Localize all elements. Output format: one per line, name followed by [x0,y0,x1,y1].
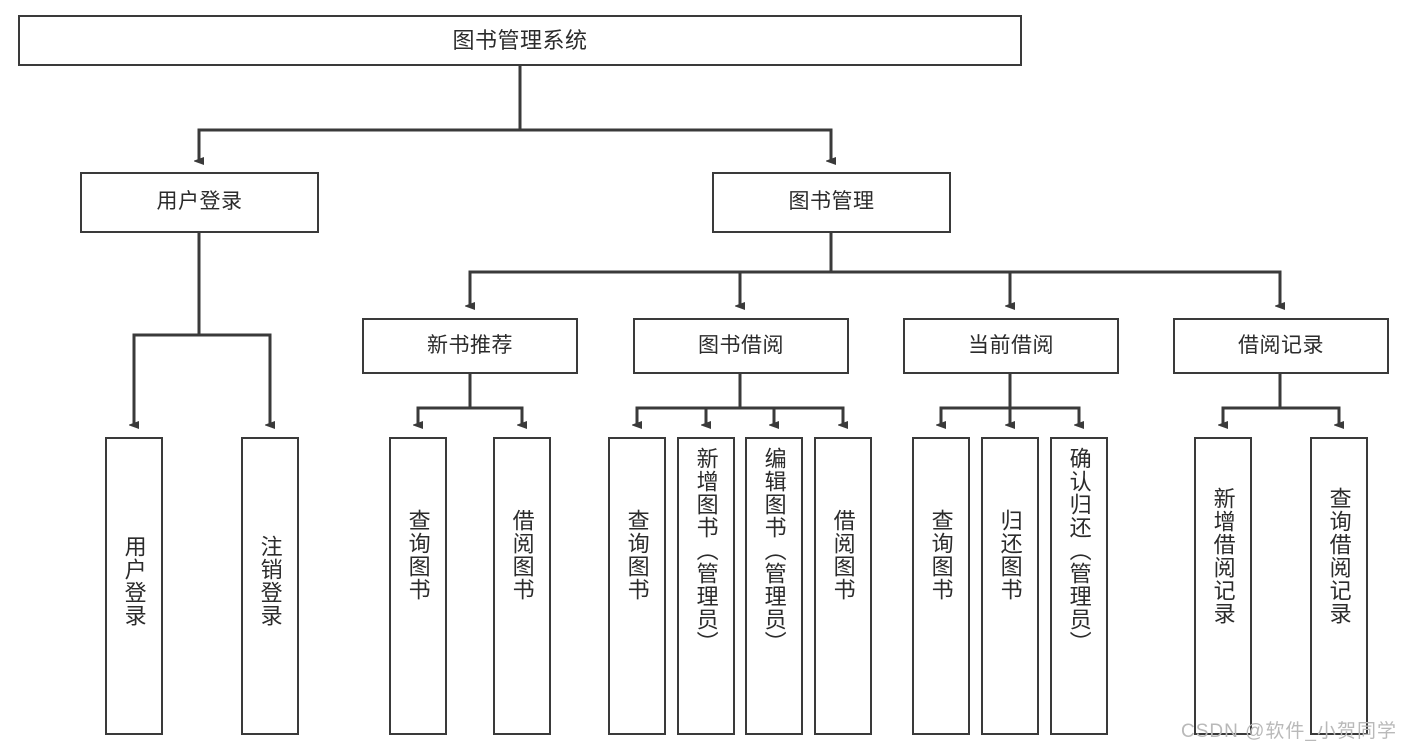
leaf-query-book-current[interactable]: 查询图书 [912,437,970,735]
node-label: 图书管理 [788,190,875,214]
node-label: 当前借阅 [968,333,1054,357]
node-label: 图书借阅 [698,333,784,357]
node-label: 借阅图书 [509,509,535,601]
leaf-borrow-book[interactable]: 借阅图书 [814,437,872,735]
node-label: 查询图书 [405,509,431,601]
leaf-query-borrow-record[interactable]: 查询借阅记录 [1310,437,1368,735]
leaf-edit-book-admin[interactable]: 编辑图书（管理员） [745,437,803,735]
leaf-confirm-return-admin[interactable]: 确认归还（管理员） [1050,437,1108,735]
node-label: 图书管理系统 [452,27,588,53]
node-label: 新书推荐 [427,333,513,357]
watermark-text: CSDN @软件_小贺同学 [1181,721,1397,742]
node-label: 用户登录 [156,190,243,214]
node-label: 新增借阅记录 [1210,487,1236,625]
node-borrow-record[interactable]: 借阅记录 [1173,318,1389,374]
node-label: 新增图书（管理员） [693,447,719,654]
node-label: 查询图书 [928,509,954,601]
node-label: 查询借阅记录 [1326,487,1352,625]
leaf-add-book-admin[interactable]: 新增图书（管理员） [677,437,735,735]
leaf-user-login[interactable]: 用户登录 [105,437,163,735]
node-root-book-management-system[interactable]: 图书管理系统 [18,15,1022,66]
leaf-add-borrow-record[interactable]: 新增借阅记录 [1194,437,1252,735]
leaf-query-book-recommend[interactable]: 查询图书 [389,437,447,735]
node-label: 查询图书 [624,509,650,601]
node-label: 用户登录 [121,535,147,627]
node-new-book-recommend[interactable]: 新书推荐 [362,318,578,374]
node-current-borrow[interactable]: 当前借阅 [903,318,1119,374]
leaf-query-book-borrow[interactable]: 查询图书 [608,437,666,735]
node-user-login[interactable]: 用户登录 [80,172,319,233]
node-book-borrow[interactable]: 图书借阅 [633,318,849,374]
node-label: 注销登录 [257,535,283,627]
node-book-management[interactable]: 图书管理 [712,172,951,233]
leaf-logout[interactable]: 注销登录 [241,437,299,735]
leaf-borrow-book-recommend[interactable]: 借阅图书 [493,437,551,735]
node-label: 确认归还（管理员） [1066,447,1092,654]
node-label: 归还图书 [997,509,1023,601]
node-label: 借阅记录 [1238,333,1324,357]
node-label: 借阅图书 [830,509,856,601]
leaf-return-book[interactable]: 归还图书 [981,437,1039,735]
node-label: 编辑图书（管理员） [761,447,787,654]
